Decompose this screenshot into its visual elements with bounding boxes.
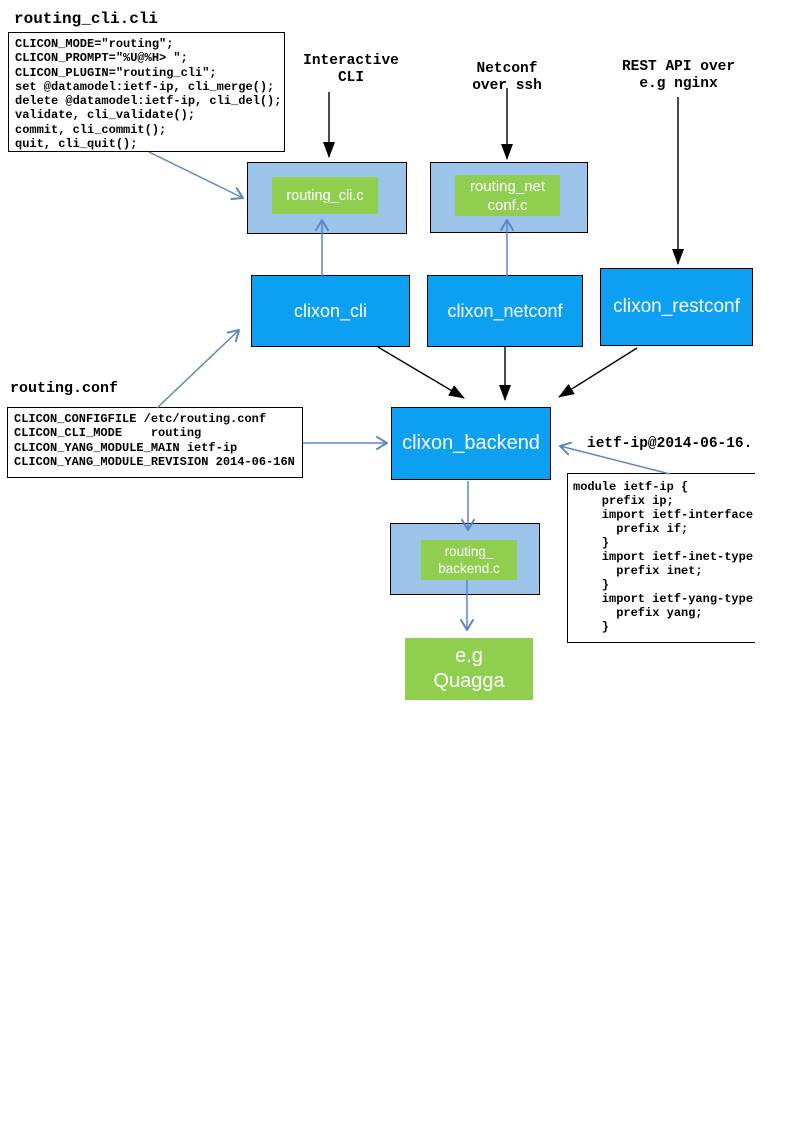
code-line: CLICON_PLUGIN="routing_cli"; <box>15 65 217 80</box>
label-line: Netconf <box>476 61 538 77</box>
node-clixon-backend: clixon_backend <box>391 407 551 480</box>
code-line: CLICON_CLI_MODE routing <box>14 426 202 441</box>
node-clixon-netconf: clixon_netconf <box>427 275 583 347</box>
code-line: quit, cli_quit(); <box>15 137 138 152</box>
panel-routing-backend-c: routing_ backend.c <box>390 523 540 595</box>
code-box-routing-cli-cli: CLICON_MODE="routing"; CLICON_PROMPT="%U… <box>8 32 285 152</box>
arrow-restconf-to-backend <box>558 347 638 398</box>
code-line: CLICON_YANG_MODULE_MAIN ietf-ip <box>14 440 238 455</box>
code-line: prefix ip; <box>573 494 674 508</box>
code-line: } <box>573 620 610 634</box>
label-line: CLI <box>337 69 365 86</box>
node-routing-backend-c: routing_ backend.c <box>421 540 517 580</box>
code-line: import ietf-inet-type <box>573 550 754 564</box>
label-ietf-ip-yang: ietf-ip@2014-06-16. <box>587 436 753 452</box>
node-clixon-cli: clixon_cli <box>251 275 410 347</box>
node-routing-netconf-c: routing_net conf.c <box>455 175 560 216</box>
node-label: conf.c <box>487 196 528 214</box>
node-quagga: e.g Quagga <box>405 638 533 700</box>
code-line: prefix if; <box>573 522 689 536</box>
code-line: CLICON_PROMPT="%U@%H> "; <box>15 51 188 66</box>
code-line: delete @datamodel:ietf-ip, cli_del(); <box>15 94 282 109</box>
panel-routing-netconf-c: routing_net conf.c <box>430 162 588 233</box>
node-label: clixon_cli <box>293 300 368 321</box>
arrow-conf-to-clixon-cli <box>156 329 240 409</box>
label-interactive-cli: Interactive CLI <box>291 53 411 86</box>
node-label: clixon_backend <box>402 432 540 454</box>
node-clixon-restconf: clixon_restconf <box>600 268 753 346</box>
code-line: CLICON_MODE="routing"; <box>15 37 174 51</box>
arrow-cli-to-backend <box>377 346 465 399</box>
label-netconf-over-ssh: Netconf over ssh <box>445 61 569 94</box>
code-line: validate, cli_validate(); <box>15 108 196 123</box>
node-label: Quagga <box>433 670 505 692</box>
code-line: import ietf-interface <box>573 508 754 522</box>
file-title-routing-cli-cli: routing_cli.cli <box>14 10 159 28</box>
code-line: import ietf-yang-type <box>573 592 754 606</box>
code-box-yang-module: module ietf-ip { prefix ip; import ietf-… <box>567 473 755 643</box>
node-label: e.g <box>455 645 483 667</box>
code-line: CLICON_CONFIGFILE /etc/routing.conf <box>14 412 267 426</box>
node-label: routing_net <box>469 177 546 195</box>
code-line: } <box>573 578 610 592</box>
node-label: clixon_netconf <box>447 300 563 321</box>
node-label: clixon_restconf <box>613 296 740 317</box>
code-line: commit, cli_commit(); <box>15 122 167 137</box>
code-line: prefix yang; <box>573 606 703 620</box>
code-line: set @datamodel:ietf-ip, cli_merge(); <box>15 79 275 94</box>
panel-routing-cli-c: routing_cli.c <box>247 162 407 234</box>
label-rest-api-nginx: REST API over e.g nginx <box>601 59 756 92</box>
label-line: e.g nginx <box>639 75 718 92</box>
node-label: routing_ <box>444 543 494 559</box>
label-line: over ssh <box>472 77 542 94</box>
file-title-routing-conf: routing.conf <box>10 380 119 397</box>
label-line: REST API over <box>621 59 736 75</box>
label-line: Interactive <box>303 53 399 69</box>
code-line: module ietf-ip { <box>573 480 689 494</box>
arrow-cli-file-to-plugin <box>148 151 244 200</box>
code-line: } <box>573 536 610 550</box>
code-box-routing-conf: CLICON_CONFIGFILE /etc/routing.conf CLIC… <box>7 407 303 478</box>
node-label: routing_cli.c <box>286 187 364 204</box>
code-line: CLICON_YANG_MODULE_REVISION 2014-06-16N <box>14 454 295 469</box>
code-line: prefix inet; <box>573 564 703 578</box>
node-label: backend.c <box>438 561 500 576</box>
node-routing-cli-c: routing_cli.c <box>272 177 378 214</box>
